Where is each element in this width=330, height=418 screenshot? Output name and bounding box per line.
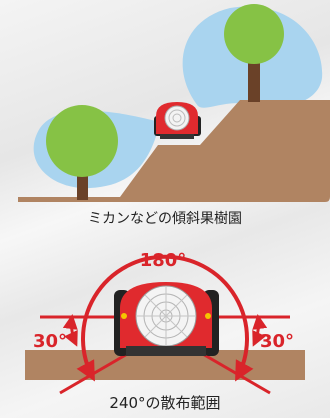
- sloped-ground: [18, 100, 330, 202]
- sprayer-machine-large: [114, 282, 219, 356]
- slope-orchard-illustration: [18, 4, 330, 202]
- angle-label-top: 180°: [140, 250, 187, 271]
- tree-upper: [224, 4, 284, 102]
- spray-range-arc: [76, 254, 254, 382]
- spray-range-caption: 240°の散布範囲: [109, 394, 221, 412]
- angle-arc-right: [252, 314, 268, 347]
- sprayer-machine-small: [154, 102, 201, 139]
- angle-label-right: 30°: [260, 331, 294, 352]
- angle-label-left: 30°: [33, 331, 67, 352]
- orchard-caption: ミカンなどの傾斜果樹園: [88, 211, 242, 227]
- angle-arc-left: [62, 314, 78, 347]
- spray-range-diagram: 180° 30° 30°: [25, 250, 305, 395]
- tree-lower: [46, 105, 118, 200]
